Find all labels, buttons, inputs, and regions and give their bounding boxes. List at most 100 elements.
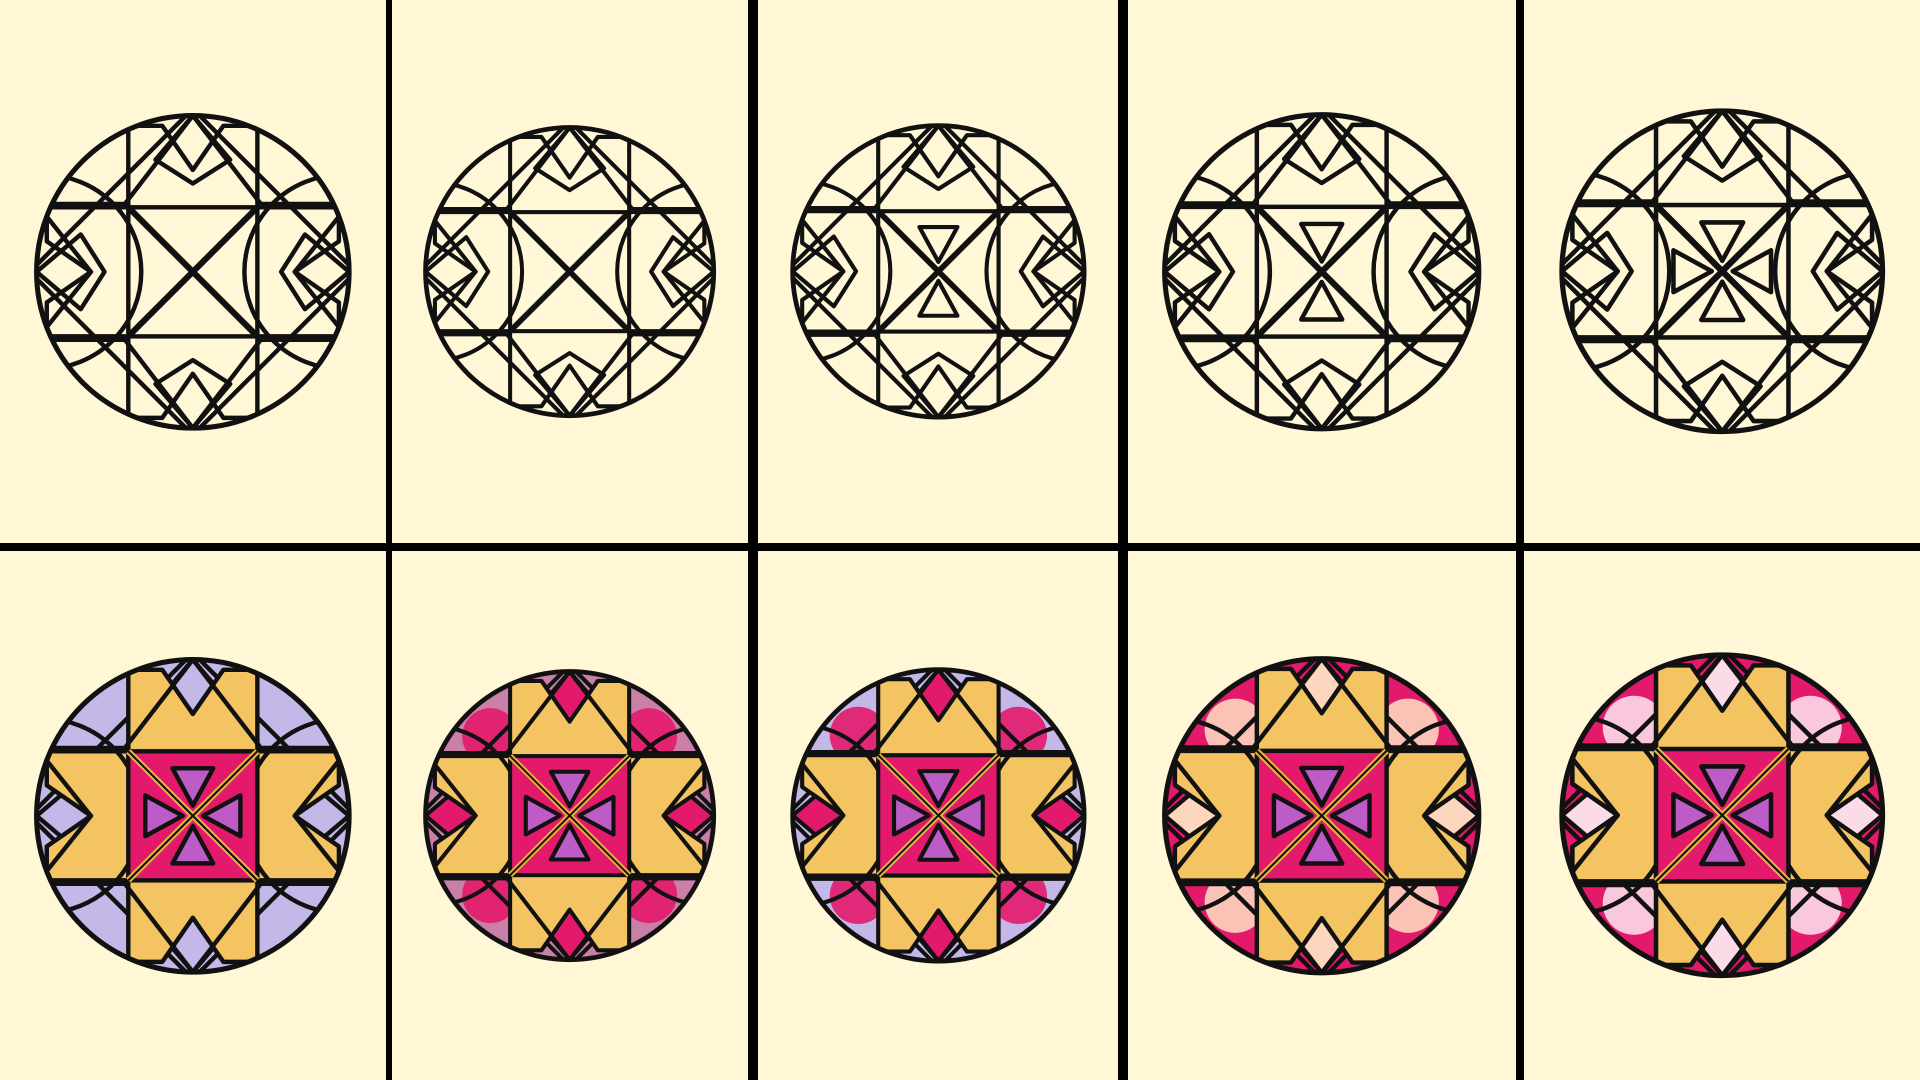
pattern-panel-r0-c0 [0, 0, 386, 543]
corner-wedge [1204, 871, 1267, 933]
diamond-frame [36, 115, 350, 428]
corner-wedge [1778, 695, 1842, 759]
gem-triangle [945, 794, 985, 837]
mandala [1162, 655, 1482, 976]
gem-triangle [1271, 792, 1314, 839]
gem-triangle [549, 822, 591, 862]
corner-wedge [76, 870, 138, 932]
corner-wedge [1377, 698, 1440, 760]
pattern-panel-r0-c3 [1128, 0, 1516, 543]
mandala [1559, 652, 1885, 979]
gem-triangle [1730, 792, 1774, 839]
corner-diamond [1810, 230, 1883, 313]
diamond-frame [425, 127, 715, 416]
pattern-svg [34, 656, 352, 975]
gem-triangle [1670, 792, 1714, 839]
corner-diamond [1561, 230, 1634, 313]
mandala [34, 656, 352, 975]
core-square [1254, 204, 1390, 339]
gem-triangle [1299, 279, 1345, 322]
pattern-svg [1559, 652, 1885, 979]
gem-triangle [200, 792, 243, 839]
corner-wedge [76, 698, 138, 761]
gem-triangle [1299, 823, 1345, 866]
mandala [1559, 108, 1885, 435]
corner-diamond [36, 231, 107, 312]
core-square [126, 204, 260, 339]
outer-circle [1559, 108, 1885, 435]
diamond-frame [1164, 114, 1480, 429]
corner-wedge [1377, 871, 1440, 933]
gem-triangle [1698, 279, 1746, 323]
corner-wedge [989, 706, 1047, 764]
corner-wedge [462, 708, 519, 765]
gem-triangle [1698, 823, 1746, 867]
core-square [875, 209, 1001, 334]
gem-triangle [1698, 764, 1746, 808]
diamond-frame [1561, 111, 1883, 432]
pattern-panel-r0-c1 [392, 0, 748, 543]
gem-triangle [1670, 248, 1714, 295]
pattern-svg [789, 123, 1087, 420]
outer-circle [423, 669, 717, 962]
corner-diamond [792, 234, 858, 309]
core-square [1653, 203, 1791, 340]
outer-circle [34, 656, 352, 975]
outer-circle [789, 123, 1087, 420]
corner-wedge [1778, 872, 1842, 936]
gem-triangle [1299, 221, 1345, 264]
mandala [423, 669, 717, 962]
corner-wedge [1602, 695, 1666, 759]
pattern-panel-r1-c1 [392, 551, 748, 1080]
corner-wedge [829, 706, 887, 764]
corner-diamond [1018, 234, 1084, 309]
corner-wedge [248, 870, 310, 932]
gem-triangle [549, 769, 591, 809]
gem-triangle [577, 794, 616, 837]
gem-triangle [1330, 792, 1373, 839]
pattern-svg [423, 125, 717, 418]
mandala [423, 125, 717, 418]
corner-wedge [989, 867, 1047, 925]
pattern-panel-r0-c2 [758, 0, 1118, 543]
corner-diamond [1164, 231, 1236, 312]
pattern-svg [789, 667, 1087, 964]
mandala [34, 112, 352, 431]
corner-wedge [829, 867, 887, 925]
corner-wedge [462, 866, 519, 923]
pattern-panel-r1-c0 [0, 551, 386, 1080]
corner-wedge [248, 698, 310, 761]
corner-diamond [425, 234, 491, 308]
pattern-svg [34, 112, 352, 431]
pattern-panel-r1-c4 [1524, 551, 1920, 1080]
corner-diamond [1408, 231, 1480, 312]
gem-triangle [916, 225, 960, 265]
core-square [508, 209, 632, 334]
gem-triangle [891, 794, 931, 837]
gem-triangle [916, 769, 960, 809]
outer-circle [1162, 111, 1482, 432]
corner-diamond [649, 234, 715, 308]
outer-circle [34, 112, 352, 431]
gem-triangle [170, 765, 216, 808]
gem-triangle [1698, 220, 1746, 264]
pattern-svg [1162, 111, 1482, 432]
pattern-panel-r0-c4 [1524, 0, 1920, 543]
gem-triangle [524, 794, 563, 837]
pattern-panel-r1-c3 [1128, 551, 1516, 1080]
mandala [789, 123, 1087, 420]
gem-triangle [1730, 248, 1774, 295]
corner-diamond [279, 231, 350, 312]
mandala [789, 667, 1087, 964]
gem-triangle [170, 823, 216, 866]
outer-circle [1162, 655, 1482, 976]
outer-circle [1559, 652, 1885, 979]
diamond-frame [792, 125, 1084, 418]
outer-circle [423, 125, 717, 418]
corner-wedge [621, 866, 678, 923]
pattern-svg [1559, 108, 1885, 435]
outer-circle [789, 667, 1087, 964]
pattern-svg [423, 669, 717, 962]
gem-triangle [916, 822, 960, 862]
